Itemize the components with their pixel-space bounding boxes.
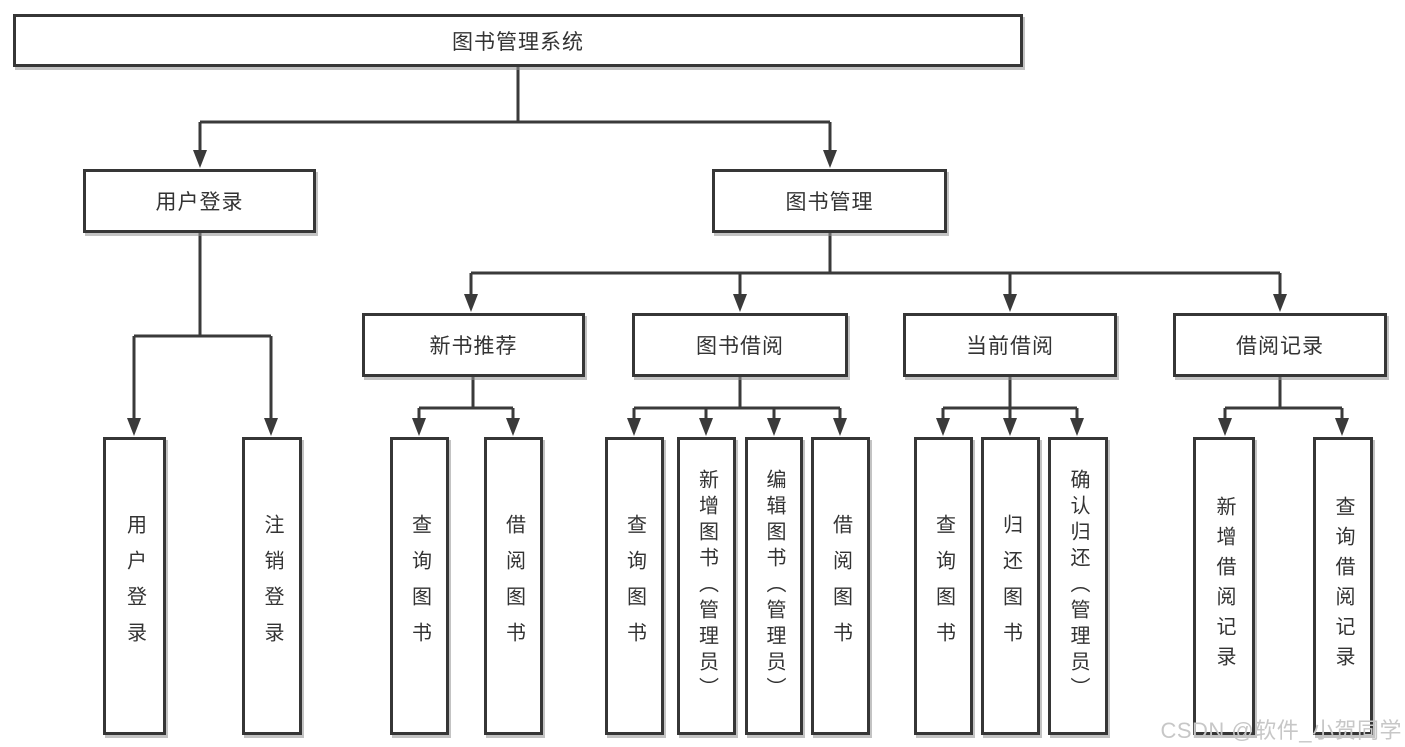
leaf-label: 借阅图书 — [502, 514, 525, 658]
leaf-label: 新增图书（管理员） — [695, 469, 718, 703]
leaf-query-books-current: 查询图书 — [914, 437, 973, 735]
leaf-return-books: 归还图书 — [981, 437, 1040, 735]
leaf-label: 查询图书 — [932, 514, 955, 658]
node-label: 图书借阅 — [696, 335, 784, 358]
leaf-user-login: 用户登录 — [103, 437, 166, 735]
node-current-borrowing: 当前借阅 — [903, 313, 1117, 377]
leaf-borrow-books-recommend: 借阅图书 — [484, 437, 543, 735]
leaf-add-borrow-record: 新增借阅记录 — [1193, 437, 1255, 735]
leaf-label: 注销登录 — [261, 514, 283, 658]
leaf-label: 借阅图书 — [829, 514, 852, 658]
leaf-query-books-borrow: 查询图书 — [605, 437, 664, 735]
leaf-confirm-return-admin: 确认归还（管理员） — [1048, 437, 1108, 735]
leaf-label: 查询图书 — [623, 514, 646, 658]
leaf-label: 编辑图书（管理员） — [763, 469, 785, 703]
node-label: 借阅记录 — [1236, 335, 1324, 358]
leaf-query-books-recommend: 查询图书 — [390, 437, 449, 735]
node-book-management: 图书管理 — [712, 169, 947, 233]
node-label: 新书推荐 — [429, 335, 518, 358]
node-label: 图书管理 — [785, 191, 874, 214]
leaf-label: 确认归还（管理员） — [1067, 469, 1089, 703]
node-library-management-system: 图书管理系统 — [13, 14, 1023, 67]
node-label: 用户登录 — [155, 191, 244, 214]
leaf-label: 用户登录 — [123, 514, 146, 658]
leaf-add-books-admin: 新增图书（管理员） — [677, 437, 736, 735]
leaf-label: 新增借阅记录 — [1213, 496, 1235, 676]
leaf-logout: 注销登录 — [242, 437, 302, 735]
node-book-borrowing: 图书借阅 — [632, 313, 848, 377]
leaf-borrow-books: 借阅图书 — [811, 437, 870, 735]
node-label: 图书管理系统 — [452, 30, 584, 54]
node-new-book-recommendation: 新书推荐 — [362, 313, 585, 377]
node-user-login: 用户登录 — [83, 169, 316, 233]
tree-edges — [132, 67, 1344, 420]
leaf-label: 查询图书 — [408, 514, 431, 658]
csdn-watermark: CSDN @软件_小贺同学 — [1160, 718, 1402, 743]
leaf-query-borrow-record: 查询借阅记录 — [1313, 437, 1373, 735]
node-borrowing-records: 借阅记录 — [1173, 313, 1387, 377]
leaf-label: 查询借阅记录 — [1332, 496, 1354, 676]
leaf-label: 归还图书 — [999, 514, 1022, 658]
leaf-edit-books-admin: 编辑图书（管理员） — [745, 437, 803, 735]
node-label: 当前借阅 — [966, 335, 1054, 358]
